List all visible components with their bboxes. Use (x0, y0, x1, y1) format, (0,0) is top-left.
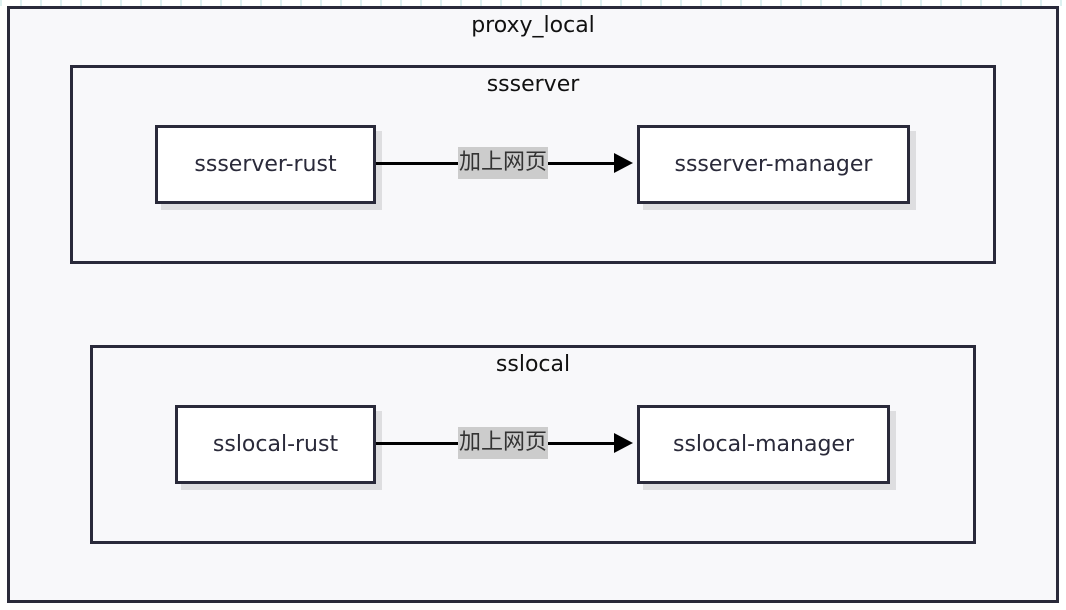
edge-arrowhead-ssserver (614, 153, 633, 173)
node-ssserver-manager[interactable]: ssserver-manager (637, 125, 910, 204)
edge-label-sslocal: 加上网页 (458, 427, 549, 459)
group-title-sslocal: sslocal (495, 352, 571, 377)
edge-label-ssserver: 加上网页 (458, 147, 549, 179)
group-title-proxy-local: proxy_local (471, 13, 595, 38)
node-ssserver-rust[interactable]: ssserver-rust (155, 125, 376, 204)
node-sslocal-manager[interactable]: sslocal-manager (637, 405, 890, 484)
background-grid (0, 0, 1066, 6)
edge-arrowhead-sslocal (614, 433, 633, 453)
node-sslocal-rust[interactable]: sslocal-rust (175, 405, 376, 484)
group-title-ssserver: ssserver (486, 72, 580, 97)
